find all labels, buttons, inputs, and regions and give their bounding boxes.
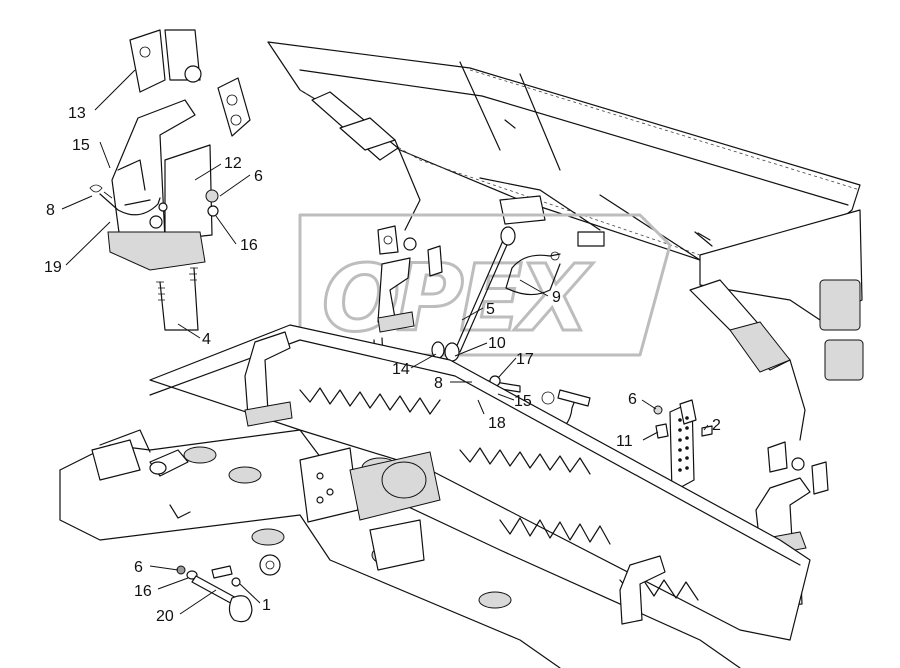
callout-8-center: 8 [434,375,443,392]
callout-10: 10 [488,335,506,352]
seed-hopper [267,41,864,441]
callout-15-center: 15 [514,393,532,410]
callout-6: 6 [254,168,263,185]
callout-14: 14 [392,361,410,378]
callout-17: 17 [516,351,534,368]
callout-6-lower: 6 [134,559,143,576]
leader-lines [61,69,709,615]
callout-19: 19 [44,259,62,276]
callout-11: 11 [616,433,633,450]
callout-12: 12 [224,155,242,172]
callout-15: 15 [72,137,90,154]
callout-6-right: 6 [628,391,637,408]
callout-13: 13 [68,105,86,122]
opex-watermark-text: OPEX [322,245,593,352]
callout-20: 20 [156,608,174,625]
callout-1: 1 [262,597,271,614]
callout-16-lower: 16 [134,583,152,600]
callout-5: 5 [486,301,495,318]
opex-watermark: OPEX [298,213,672,357]
callout-8: 8 [46,202,55,219]
callout-labels: 13 15 12 6 8 16 19 4 5 9 10 14 17 8 15 1… [44,105,721,625]
callout-4: 4 [202,331,211,348]
callout-18: 18 [488,415,506,432]
lower-left-hardware [176,565,253,623]
bracket-assembly-detail [89,29,251,331]
callout-16: 16 [240,237,258,254]
main-frame [59,324,811,668]
callout-9: 9 [552,289,561,306]
callout-2: 2 [712,417,721,434]
